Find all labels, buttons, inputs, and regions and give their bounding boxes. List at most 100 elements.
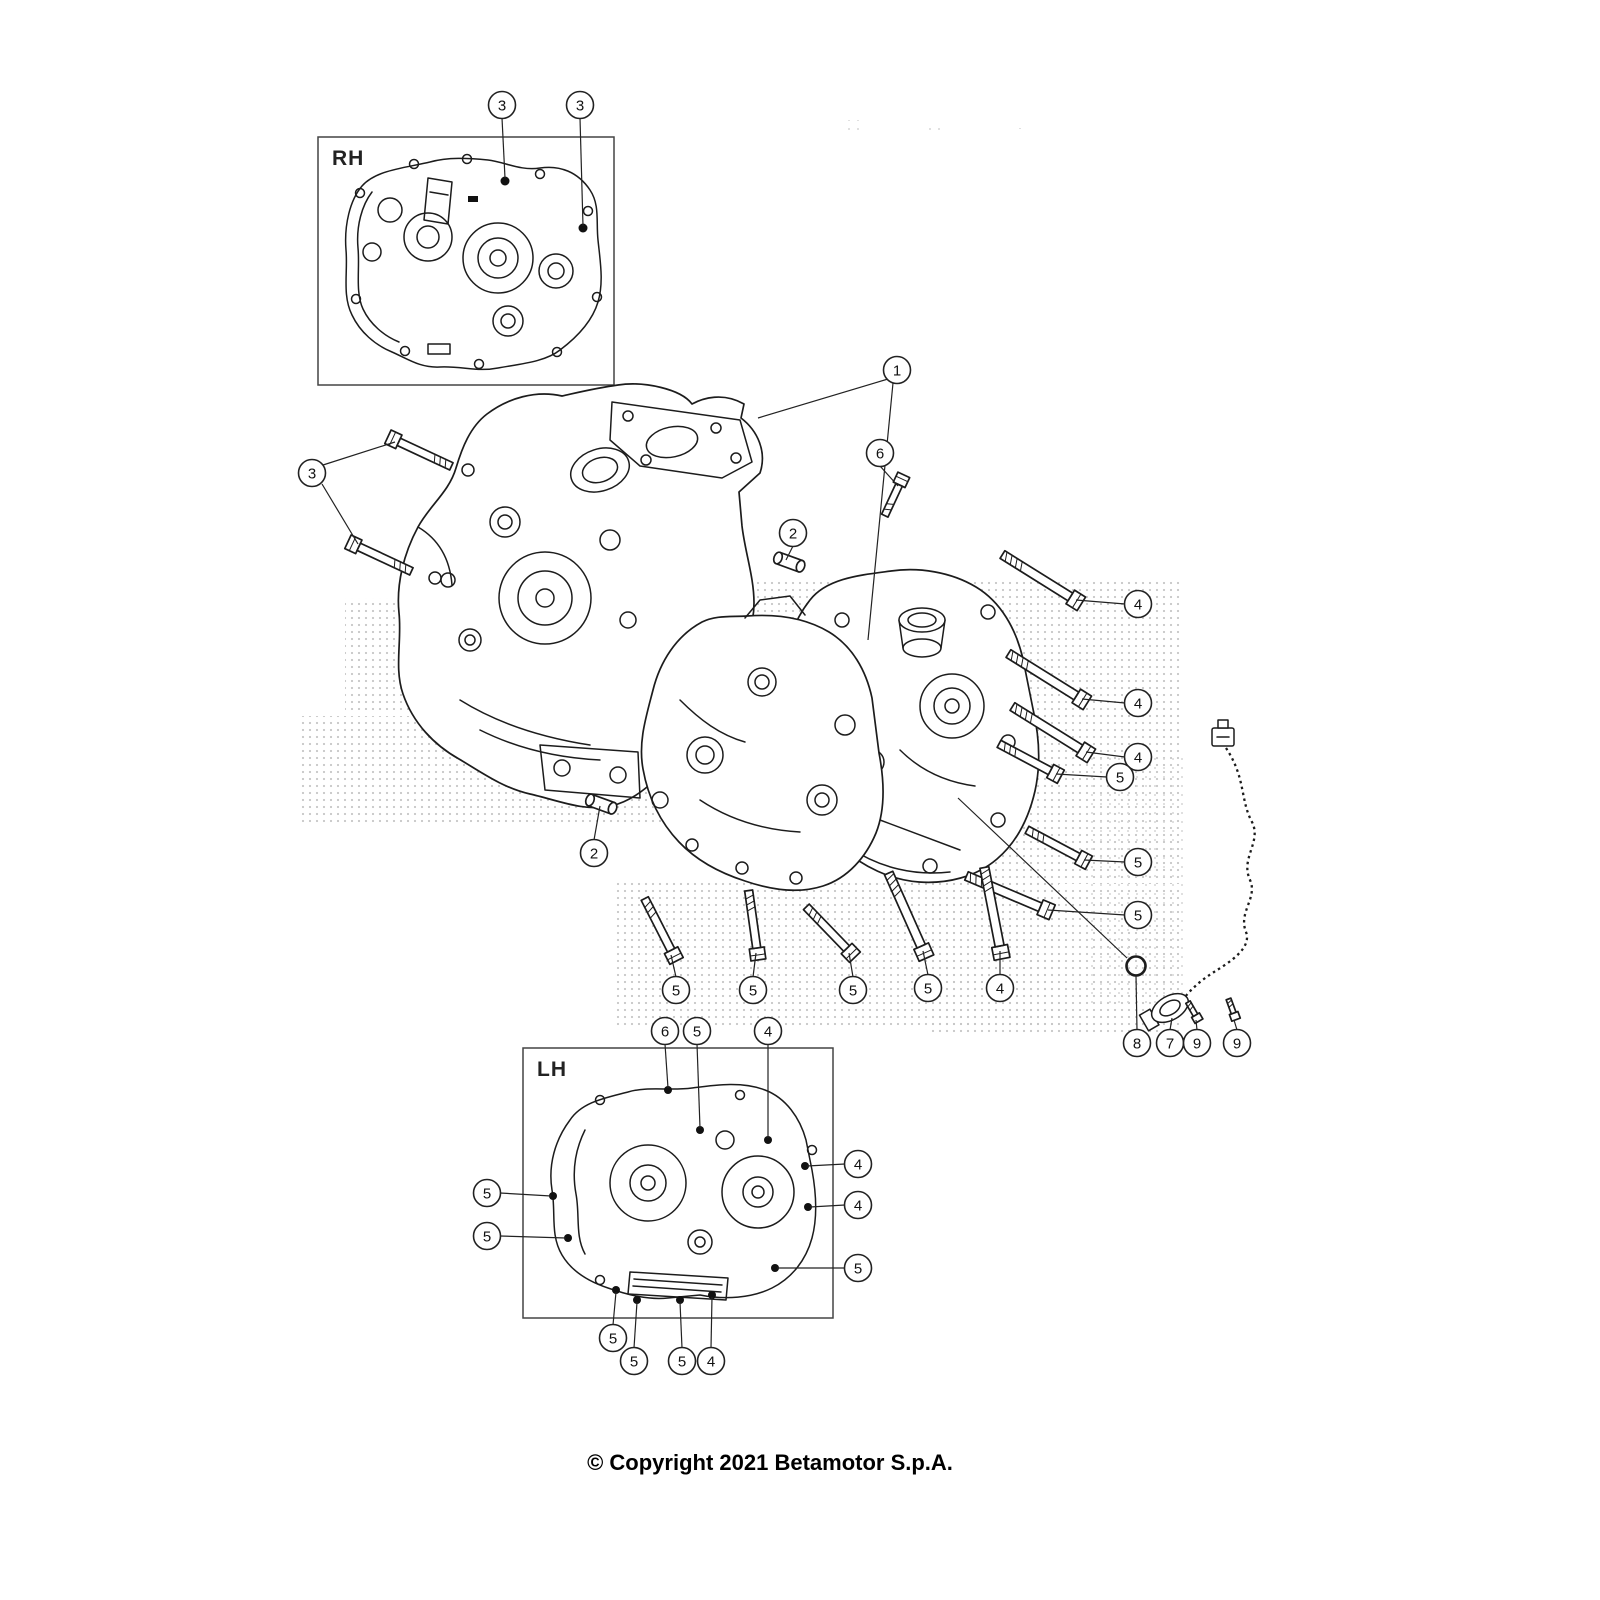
callout-number: 5 (678, 1354, 686, 1371)
callout-circle (1182, 1028, 1212, 1058)
callout-circle (1122, 1028, 1152, 1058)
callout-circle (297, 458, 327, 488)
rh-inset (317, 136, 615, 386)
small-screw (1223, 996, 1242, 1023)
callout-circle (472, 1221, 502, 1251)
callout-circle (865, 438, 895, 468)
rh-inset-label: RH (332, 147, 364, 170)
callout-circle (985, 973, 1015, 1003)
callout-number: 5 (924, 981, 932, 998)
lh-inset-label: LH (537, 1058, 567, 1081)
callout-5: 5 (598, 1323, 628, 1353)
callout-8: 8 (1122, 1028, 1152, 1058)
callout-circle (1123, 589, 1153, 619)
callout-7: 7 (1155, 1028, 1185, 1058)
callout-number: 7 (1166, 1036, 1174, 1053)
callout-6: 6 (865, 438, 895, 468)
callout-number: 5 (693, 1024, 701, 1041)
callout-9: 9 (1222, 1028, 1252, 1058)
callout-5: 5 (682, 1016, 712, 1046)
callout-number: 4 (707, 1354, 715, 1371)
callout-4: 4 (1123, 742, 1153, 772)
callout-circle (667, 1346, 697, 1376)
callout-number: 3 (308, 466, 316, 483)
callout-circle (579, 838, 609, 868)
callout-5: 5 (838, 975, 868, 1005)
copyright-text: © Copyright 2021 Betamotor S.p.A. (587, 1450, 953, 1475)
callout-number: 4 (854, 1157, 862, 1174)
callout-number: 4 (764, 1024, 772, 1041)
callout-circle (1123, 900, 1153, 930)
callout-number: 5 (609, 1331, 617, 1348)
callout-circle (738, 975, 768, 1005)
callout-circle (682, 1016, 712, 1046)
sensor-connector (1211, 719, 1235, 747)
callout-number: 5 (1134, 908, 1142, 925)
callout-circle (598, 1323, 628, 1353)
small-screw (1183, 999, 1204, 1025)
callout-4: 4 (696, 1346, 726, 1376)
callout-number: 6 (661, 1024, 669, 1041)
callout-number: 5 (483, 1229, 491, 1246)
callout-circle (696, 1346, 726, 1376)
callout-circle (843, 1149, 873, 1179)
callout-number: 5 (483, 1186, 491, 1203)
callout-circle (661, 975, 691, 1005)
callout-number: 5 (849, 983, 857, 1000)
callout-circle (565, 90, 595, 120)
callout-circle (882, 355, 912, 385)
hex-bolt (383, 429, 456, 475)
callout-5: 5 (1123, 900, 1153, 930)
lh-crankcase-exterior-view (550, 1083, 818, 1301)
callout-number: 4 (996, 981, 1004, 998)
callout-circle (1222, 1028, 1252, 1058)
callout-circle (1105, 762, 1135, 792)
callout-number: 9 (1233, 1036, 1241, 1053)
callout-4: 4 (985, 973, 1015, 1003)
callout-5: 5 (667, 1346, 697, 1376)
callout-circle (838, 975, 868, 1005)
callout-4: 4 (1123, 589, 1153, 619)
callout-number: 3 (576, 98, 584, 115)
sensor-cable (1179, 747, 1256, 1005)
callout-4: 4 (843, 1149, 873, 1179)
rh-crankcase-interior-view (344, 153, 603, 371)
callout-circle (1123, 688, 1153, 718)
callout-number: 2 (789, 526, 797, 543)
callout-number: 5 (1116, 770, 1124, 787)
callout-circle (487, 90, 517, 120)
callout-number: 6 (876, 446, 884, 463)
callout-number: 4 (854, 1198, 862, 1215)
callout-3: 3 (487, 90, 517, 120)
callout-2: 2 (579, 838, 609, 868)
callout-number: 4 (1134, 696, 1142, 713)
lh-inset (522, 1047, 834, 1319)
callout-5: 5 (1105, 762, 1135, 792)
callout-circle (913, 973, 943, 1003)
callout-5: 5 (738, 975, 768, 1005)
crankcase-center-section (640, 595, 884, 892)
hex-bolt (343, 534, 416, 580)
callout-5: 5 (472, 1221, 502, 1251)
callout-circle (1123, 742, 1153, 772)
callout-number: 9 (1193, 1036, 1201, 1053)
callout-5: 5 (843, 1253, 873, 1283)
oil-sensor-assembly (1125, 719, 1256, 1032)
callout-3: 3 (297, 458, 327, 488)
callout-number: 5 (1134, 855, 1142, 872)
callout-circle (778, 518, 808, 548)
callout-number: 5 (630, 1354, 638, 1371)
callout-number: 5 (672, 983, 680, 1000)
oil-sensor (1138, 992, 1190, 1032)
o-ring (1125, 955, 1147, 977)
callout-3: 3 (565, 90, 595, 120)
callout-circle (753, 1016, 783, 1046)
callout-9: 9 (1182, 1028, 1212, 1058)
callout-circle (650, 1016, 680, 1046)
callout-6: 6 (650, 1016, 680, 1046)
callout-5: 5 (913, 973, 943, 1003)
callout-circle (619, 1346, 649, 1376)
